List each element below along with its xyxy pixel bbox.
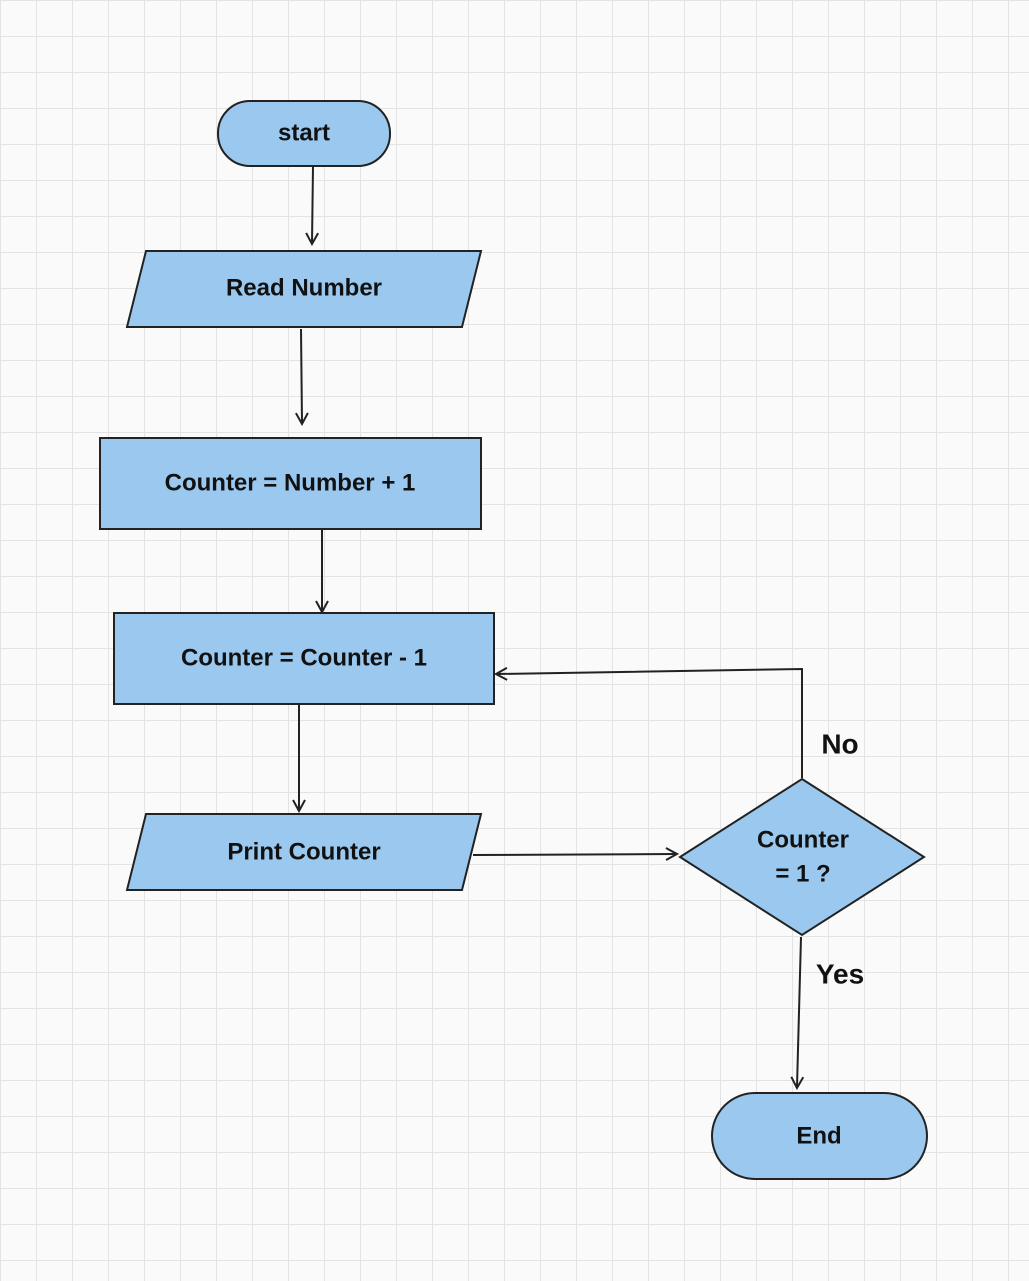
print-counter-node[interactable]: Print Counter [125,813,483,891]
yes-edge-label: Yes [816,958,864,989]
edge-print-to-decision [472,854,676,855]
counter-decrement-node[interactable]: Counter = Counter - 1 [113,612,495,705]
counter-init-label: Counter = Number + 1 [165,469,416,496]
end-label: End [796,1122,841,1149]
counter-decrement-label: Counter = Counter - 1 [181,644,427,671]
edge-start-to-read [312,165,313,243]
end-node[interactable]: End [711,1092,928,1180]
read-number-label: Read Number [226,274,382,301]
counter-init-node[interactable]: Counter = Number + 1 [99,437,482,530]
start-node[interactable]: start [217,100,391,167]
decision-label-line2: = 1 ? [775,860,830,887]
decision-node[interactable]: Counter = 1 ? [678,777,926,937]
read-number-node[interactable]: Read Number [125,250,483,328]
decision-label-line1: Counter [757,826,849,853]
edge-decision-yes-to-end [797,936,801,1087]
start-label: start [278,119,330,146]
edge-read-to-counter-init [301,328,302,423]
print-counter-label: Print Counter [227,838,380,865]
edge-decision-no-loop [497,669,803,778]
no-edge-label: No [821,728,858,759]
